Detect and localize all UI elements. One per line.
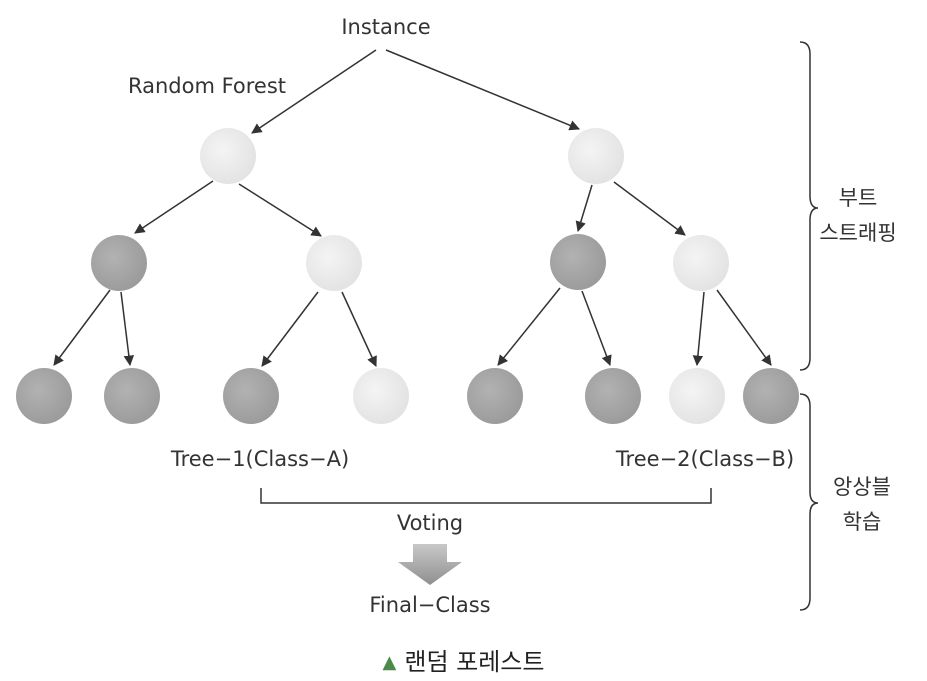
tree2-right-node [673, 235, 729, 291]
edge-t1-l-l [53, 289, 111, 366]
leaf-node [353, 368, 409, 424]
bootstrap-label-line1: 부트 [839, 186, 878, 210]
bootstrap-label-line2: 스트래핑 [819, 221, 896, 245]
tree1-left-node [91, 235, 147, 291]
leaf-node [743, 368, 799, 424]
edge-t2-l-l [497, 287, 561, 366]
tree2-label: Tree−2(Class−B) [615, 447, 794, 471]
edge-t2-root-right [613, 181, 686, 236]
triangle-icon: ▲ [382, 652, 397, 673]
final-class-label: Final−Class [369, 593, 490, 617]
leaf-node [223, 368, 279, 424]
voting-label: Voting [397, 511, 463, 535]
edge-t2-l-r [581, 290, 612, 366]
random-forest-label: Random Forest [128, 74, 286, 98]
nodes [16, 128, 799, 424]
tree1-label: Tree−1(Class−A) [170, 447, 349, 471]
voting-bracket [260, 488, 712, 504]
edge-t1-l-r [120, 291, 135, 367]
edge-t2-r-l [692, 291, 705, 367]
figure-caption: ▲ 랜덤 포레스트 [0, 642, 927, 677]
bootstrap-brace [799, 41, 819, 371]
edges [53, 49, 772, 367]
instance-label: Instance [341, 15, 430, 39]
leaf-node [669, 368, 725, 424]
edge-t1-r-l [261, 291, 319, 367]
leaf-node [104, 368, 160, 424]
ensemble-brace [799, 393, 819, 611]
edge-t2-root-left [575, 184, 593, 233]
edge-t1-root-right [238, 183, 322, 237]
edge-t2-r-r [716, 289, 772, 366]
tree1-root-node [200, 128, 256, 184]
caption-text: 랜덤 포레스트 [404, 648, 545, 676]
edge-t1-root-left [134, 180, 214, 234]
down-arrow-icon [398, 544, 462, 585]
ensemble-label-line2: 학습 [843, 510, 882, 534]
tree2-root-node [568, 128, 624, 184]
edge-instance-tree1-root [251, 49, 377, 134]
leaf-node [467, 368, 523, 424]
edge-t1-r-r [341, 291, 377, 367]
edge-instance-tree2-root [385, 49, 580, 131]
leaf-node [585, 368, 641, 424]
leaf-node [16, 368, 72, 424]
tree1-right-node [306, 235, 362, 291]
ensemble-label-line1: 앙상블 [833, 475, 891, 499]
tree2-left-node [550, 234, 606, 290]
